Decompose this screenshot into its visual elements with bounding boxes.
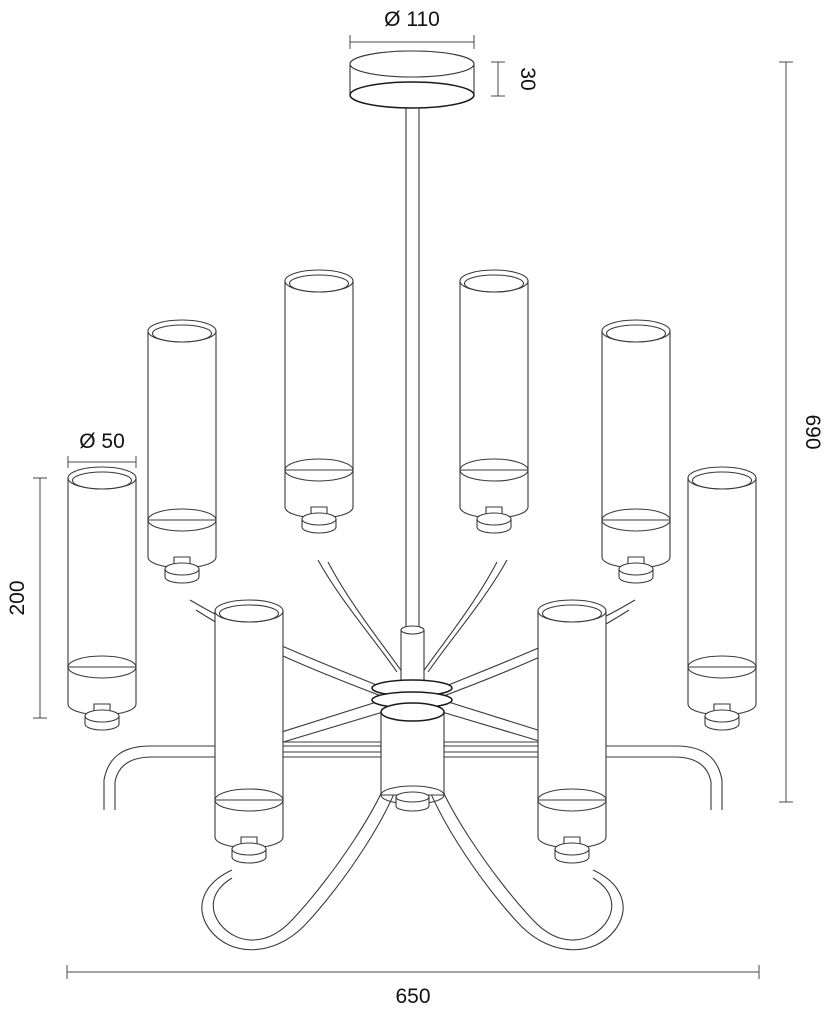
overall-width-label: 650 bbox=[395, 985, 430, 1008]
shade-inner-right bbox=[459, 269, 529, 534]
canopy-height-label: 30 bbox=[516, 67, 539, 90]
dimension-overall-height: 690 bbox=[779, 61, 824, 803]
central-stem-rod bbox=[405, 87, 420, 661]
central-hub bbox=[371, 625, 453, 812]
shade-mid-right bbox=[601, 319, 671, 584]
dimension-shade-diameter: Ø 50 bbox=[67, 430, 137, 468]
dimension-canopy-diameter: Ø 110 bbox=[349, 8, 475, 49]
overall-height-label: 690 bbox=[801, 414, 824, 449]
shade-far-right bbox=[687, 466, 757, 731]
dimension-shade-height: 200 bbox=[6, 477, 47, 719]
shade-lower-right bbox=[537, 599, 607, 864]
canopy-diameter-label: Ø 110 bbox=[384, 8, 440, 31]
shade-diameter-label: Ø 50 bbox=[79, 430, 125, 453]
shade-mid-left bbox=[147, 319, 217, 584]
shade-far-left bbox=[67, 466, 137, 731]
shade-lower-left bbox=[214, 599, 284, 864]
dimension-canopy-height: 30 bbox=[491, 61, 539, 97]
shade-inner-left bbox=[284, 269, 354, 534]
shade-height-label: 200 bbox=[6, 580, 29, 615]
ceiling-canopy bbox=[349, 50, 475, 109]
dimension-overall-width: 650 bbox=[66, 965, 760, 1008]
